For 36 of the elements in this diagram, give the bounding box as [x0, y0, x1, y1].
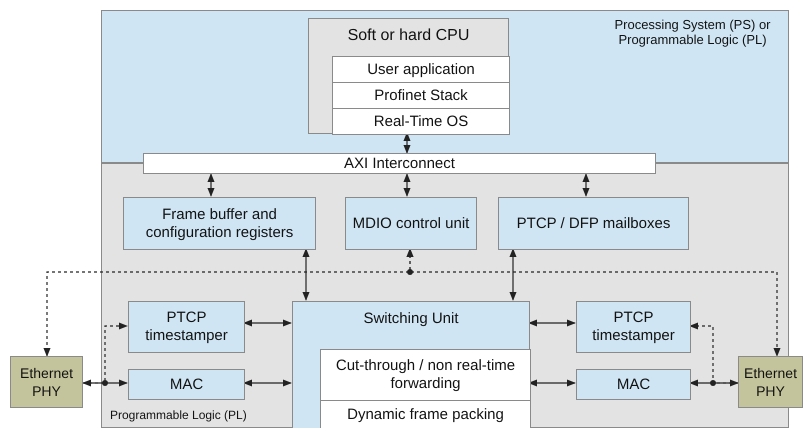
dashed-arrow — [689, 322, 738, 384]
arrow — [243, 319, 292, 327]
arrow — [207, 173, 215, 197]
arrow — [582, 173, 590, 197]
arrow — [302, 248, 310, 301]
dashed-arrow — [406, 248, 781, 357]
group-title: Switching Unit — [362, 310, 460, 327]
process-box: User application — [332, 56, 510, 83]
arrow — [403, 132, 411, 154]
process-box: PTCP / DFP mailboxes — [498, 197, 689, 250]
process-box: Real-Time OS — [332, 108, 510, 135]
arrow — [82, 379, 128, 387]
process-box: Ethernet PHY — [738, 356, 803, 408]
group-box — [308, 18, 509, 134]
process-box: MDIO control unit — [345, 197, 477, 250]
arrow — [528, 379, 576, 387]
arrow — [403, 173, 411, 197]
group-title: Soft or hard CPU — [346, 27, 470, 45]
process-box: Ethernet PHY — [10, 356, 83, 408]
group-box — [292, 301, 530, 428]
bus-bar: AXI Interconnect — [143, 153, 656, 174]
dashed-arrow — [83, 322, 128, 384]
process-box: Cut-through / non real-time forwarding — [320, 349, 531, 401]
process-box: MAC — [128, 369, 245, 400]
process-box: Dynamic frame packing — [320, 400, 531, 428]
process-box: PTCP timestamper — [128, 301, 245, 353]
arrow — [689, 379, 739, 387]
process-box: MAC — [576, 369, 691, 400]
group-title: Processing System (PS) or Programmable Logic (PL) — [613, 17, 772, 47]
arrow — [509, 248, 517, 301]
process-box: Frame buffer and configuration registers — [123, 197, 316, 250]
process-box: Profinet Stack — [332, 82, 510, 109]
arrow — [243, 379, 292, 387]
arrow — [528, 319, 576, 327]
group-title: Programmable Logic (PL) — [110, 408, 247, 422]
process-box: PTCP timestamper — [576, 301, 691, 353]
